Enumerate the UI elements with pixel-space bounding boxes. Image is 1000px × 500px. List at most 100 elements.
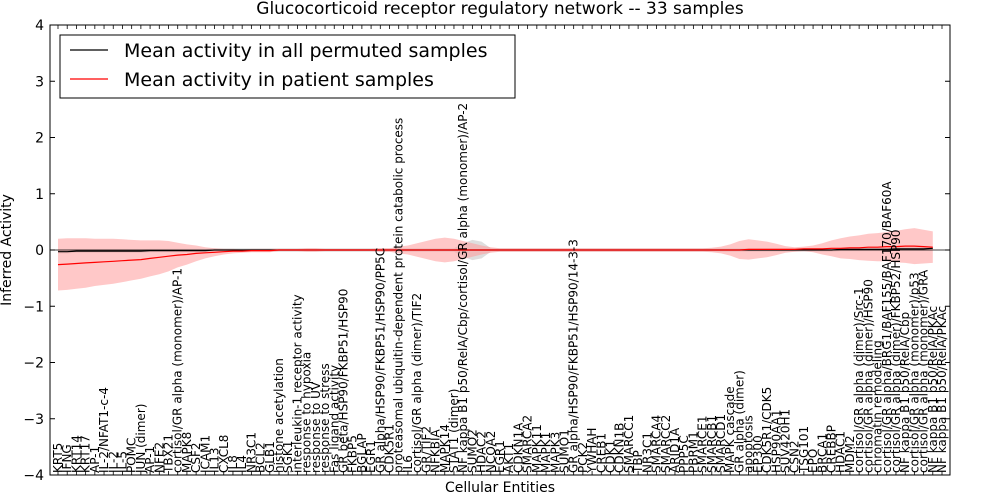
x-tick-label: CDK5R1: [383, 424, 397, 473]
plot-area: −4−3−2−101234KRT5IFNGKRT14KRT17AP-1IL-2/…: [23, 18, 951, 484]
x-tick-label: NR3C1: [244, 432, 258, 473]
y-tick-label: −2: [23, 356, 44, 372]
x-tick-label: MAPK14: [438, 424, 452, 473]
x-tick-label: TSG101: [797, 426, 811, 474]
x-tick-label: IL6: [401, 455, 415, 473]
x-tick-label: SGK1: [281, 441, 295, 473]
x-tick-label: proteasomal ubiquitin-dependent protein …: [392, 118, 406, 473]
y-tick-label: −4: [23, 468, 44, 484]
x-tick-label: cortisol/GR alpha (dimer)/Src-1: [852, 287, 866, 473]
x-tick-label: MAPK cascade: [723, 386, 737, 473]
x-tick-label: AP-1: [143, 446, 157, 473]
x-tick-label: MAPK3: [548, 432, 562, 473]
x-tick-label: AP-1: [88, 446, 102, 473]
chart-title: Glucocorticoid receptor regulatory netwo…: [256, 0, 744, 19]
x-tick-label: NF kappa B1 p50/RelA/Cbp: [898, 312, 912, 473]
x-tick-label: NF kappa B1 p50/RelA/PKAc: [926, 306, 940, 473]
x-tick-label: KRT14: [69, 435, 83, 473]
legend-box: [59, 34, 516, 99]
legend: Mean activity in all permuted samples Me…: [59, 34, 516, 99]
x-tick-label: Fas ligand activity: [327, 365, 341, 473]
x-tick-label: IL8: [226, 455, 240, 473]
x-tick-label: cortisol/GR alpha (monomer)/AP-1: [171, 268, 185, 473]
legend-label-permuted: Mean activity in all permuted samples: [124, 40, 487, 62]
x-tick-label: NFE2: [152, 442, 166, 473]
x-tick-label: JUN (dimer): [134, 404, 148, 474]
x-tick-label: NR3C1: [640, 432, 654, 473]
x-tick-label: SMARCC2: [659, 415, 673, 473]
x-tick-label: NF kappa B1 p50/RelA/Cbp/cortisol/GR alp…: [456, 103, 470, 473]
x-tick-label: BRCA1: [815, 433, 829, 473]
x-tick-label: MAPK11: [530, 424, 544, 473]
x-tick-label: NF kappa B1 p50/RelA/PKAc: [935, 306, 949, 473]
x-tick-label: CDKN1A: [511, 422, 525, 473]
x-tick-label: CDKN1B: [613, 423, 627, 473]
x-tick-label: SUV420H1: [779, 409, 793, 473]
x-tick-label: HSP90AA1: [769, 409, 783, 473]
x-axis-label: Cellular Entities: [445, 480, 555, 496]
x-tick-label: GR/TIF2: [419, 426, 433, 473]
x-tick-label: SMARCC1: [622, 415, 636, 473]
x-tick-label: SMARCA4: [650, 415, 664, 473]
x-tick-label: GR alpha (dimer): [732, 370, 746, 473]
x-tick-label: YWHAH: [585, 428, 599, 474]
x-tick-label: GR beta/HSP90/FKBP51/HSP90: [337, 289, 351, 473]
series-line-1: [57, 245, 933, 266]
x-tick-label: response to stress: [318, 363, 332, 473]
x-tick-label: NCOA2: [484, 431, 498, 473]
y-tick-label: 2: [35, 131, 44, 147]
x-tick-label: CDK5R1/CDK5: [760, 387, 774, 473]
x-tick-label: EPO: [806, 449, 820, 473]
x-tick-label: IL13: [208, 448, 222, 474]
x-tick-label: IL4: [235, 455, 249, 473]
legend-label-patient: Mean activity in patient samples: [124, 69, 434, 91]
x-tick-label: KRT5: [51, 443, 65, 473]
band-series-1: [58, 228, 933, 291]
x-tick-label: SMARCE1: [696, 415, 710, 473]
x-tick-label: SMARCB1: [705, 415, 719, 473]
x-tick-label: chromatin remodeling: [871, 340, 885, 473]
x-tick-label: IFNG: [60, 444, 74, 473]
x-tick-label: POMC: [125, 438, 139, 473]
x-tick-label: cortisol/GR alpha (monomer)/GRA: [917, 269, 931, 473]
x-tick-label: CREBBP: [825, 425, 839, 473]
x-tick-label: IL-2/NFAT1-c-4: [97, 387, 111, 473]
x-tick-label: EP300: [751, 435, 765, 473]
x-tick-label: EGR1: [493, 440, 507, 473]
x-tick-label: CSF2: [189, 442, 203, 473]
x-tick-label: cortisol/GR alpha/BRG1/BAF155/BAF170/BAF…: [880, 181, 894, 473]
x-tick-label: CREB1: [594, 433, 608, 473]
x-tick-label: IL-5: [116, 451, 130, 473]
x-tick-label: HDAC1: [834, 431, 848, 473]
y-tick-label: 0: [35, 243, 44, 259]
y-axis-label: Inferred Activity: [0, 194, 15, 306]
x-tick-label: TBP: [631, 450, 645, 474]
x-tick-label: GLB1: [263, 441, 277, 473]
x-tick-label: response to hypoxia: [300, 352, 314, 473]
x-tick-label: FKBP5: [346, 435, 360, 473]
x-tick-label: MDM2: [843, 435, 857, 473]
x-tick-label: PCK2: [576, 442, 590, 473]
x-tick-label: ICAM1: [198, 435, 212, 473]
x-tick-label: TBX21: [162, 434, 176, 474]
x-tick-label: cortisol/GR alpha (dimer)/FKBP52/HSP90: [889, 230, 903, 473]
x-tick-label: SUMO2: [465, 429, 479, 473]
x-tick-label: BGLAP: [355, 433, 369, 473]
x-tick-label: IL-2: [106, 451, 120, 473]
x-tick-label: BCL2: [254, 442, 268, 473]
x-tick-label: cortisol/GR alpha (monomer)/p53: [907, 272, 921, 473]
x-tick-label: GR alpha/HSP90/FKBP51/HSP90/PP5C: [373, 248, 387, 473]
x-tick-label: MAPK8: [180, 432, 194, 473]
x-tick-label: PPP5C: [677, 435, 691, 473]
x-tick-label: SUMO1: [558, 429, 572, 473]
x-tick-label: EGR1: [364, 440, 378, 473]
x-tick-label: CXCL8: [217, 435, 231, 473]
x-tick-label: SMARCA2: [521, 415, 535, 473]
x-tick-label: apoptosis: [742, 415, 756, 473]
x-tick-label: cortisol/GR alpha (dimer)/TIF2: [410, 293, 424, 473]
y-tick-label: −1: [23, 299, 44, 315]
y-tick-label: 3: [35, 74, 44, 90]
y-tick-label: 1: [35, 187, 44, 203]
y-tick-label: 4: [35, 18, 44, 34]
